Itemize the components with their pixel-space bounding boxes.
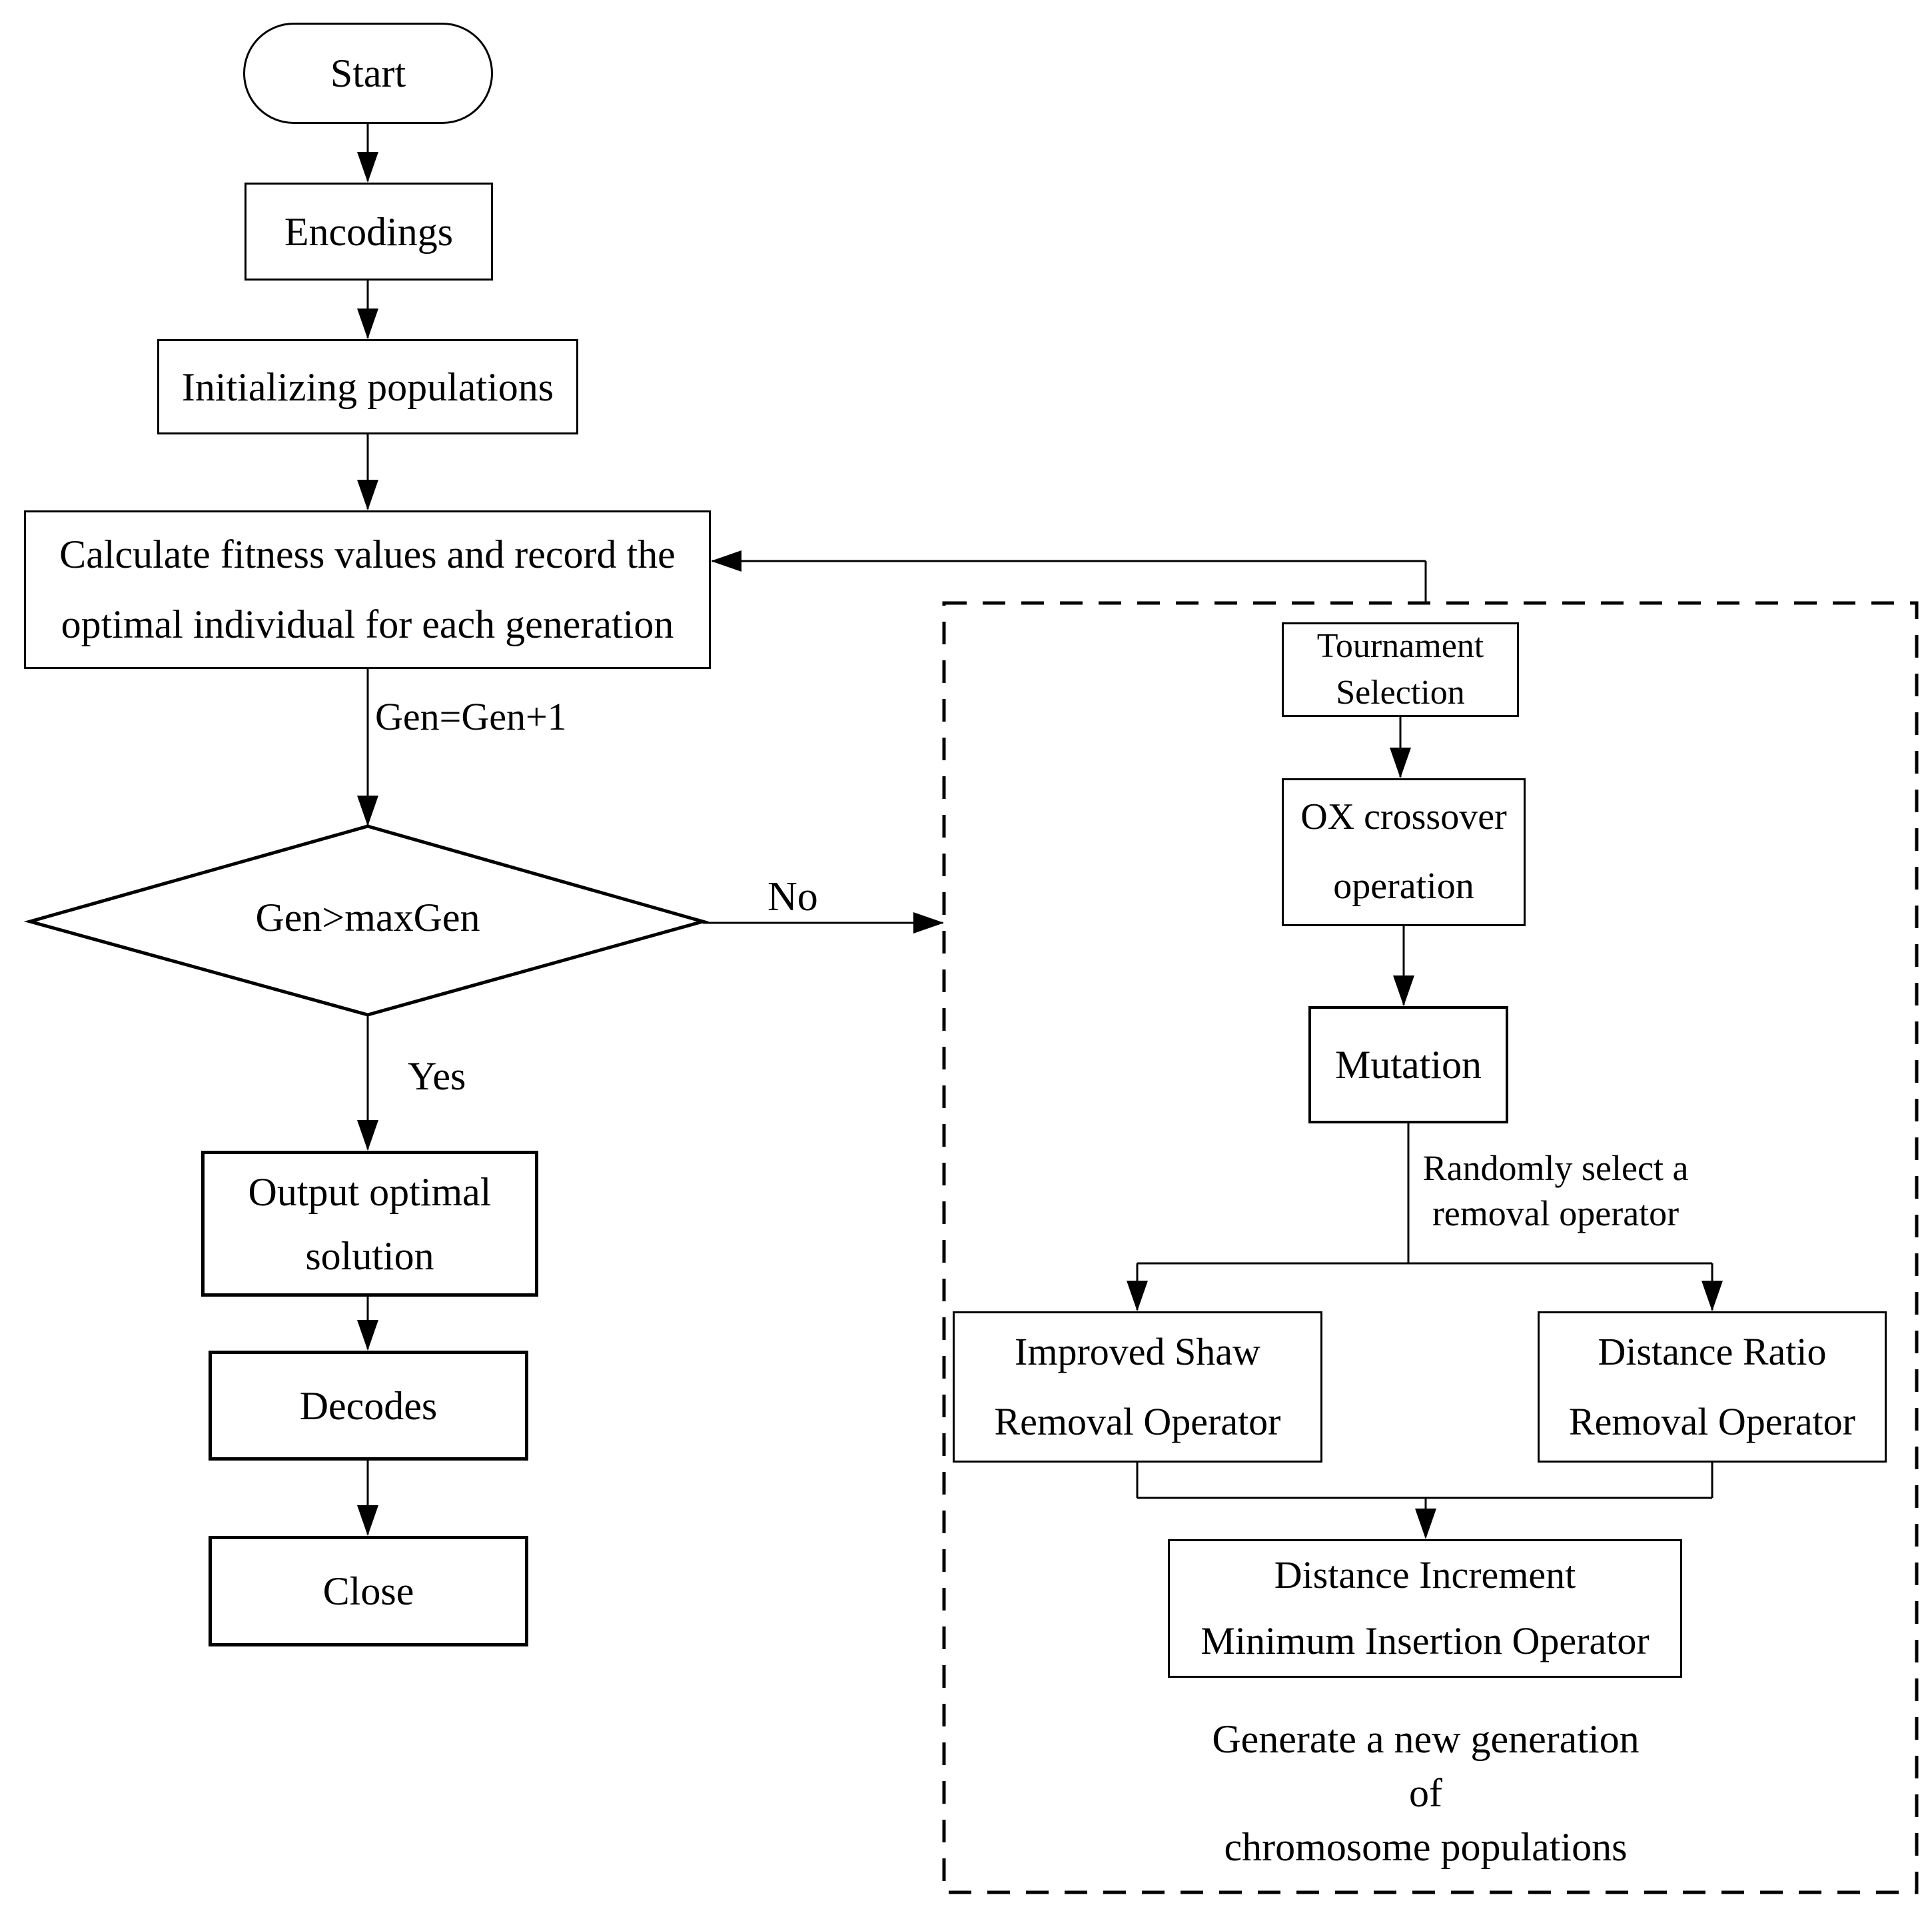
arrowhead-no-dashed (913, 912, 944, 934)
arrowhead-feedback (711, 550, 741, 572)
edge-label-gen-increment: Gen=Gen+1 (375, 695, 567, 738)
arrowhead-encodings (357, 152, 378, 183)
edge-label-no: No (767, 874, 818, 920)
arrowhead-mutation (1393, 975, 1414, 1006)
node-close: Close (209, 1536, 528, 1646)
arrowhead-insertion (1415, 1509, 1436, 1539)
arrowhead-output (357, 1120, 378, 1151)
node-distance-ratio-removal: Distance Ratio Removal Operator (1538, 1311, 1887, 1463)
arrowhead-decodes (357, 1320, 378, 1351)
label-generate-new-generation: Generate a new generation of chromosome … (1212, 1717, 1640, 1869)
node-decodes: Decodes (209, 1351, 528, 1461)
arrowhead-ratio (1701, 1281, 1723, 1311)
node-mutation: Mutation (1308, 1006, 1508, 1123)
arrowhead-ox (1390, 748, 1411, 778)
arrowhead-decision (357, 796, 378, 826)
node-encodings: Encodings (244, 183, 493, 281)
edge-label-random-select: Randomly select a removal operator (1422, 1148, 1689, 1233)
node-improved-shaw-removal: Improved Shaw Removal Operator (953, 1311, 1322, 1463)
edge-label-yes: Yes (408, 1054, 466, 1098)
node-ox-crossover: OX crossover operation (1282, 778, 1526, 926)
node-initializing-populations: Initializing populations (157, 339, 578, 434)
node-start: Start (243, 23, 493, 124)
arrowhead-init (357, 309, 378, 339)
node-distance-increment-insertion: Distance Increment Minimum Insertion Ope… (1168, 1539, 1682, 1678)
node-calculate-fitness: Calculate fitness values and record the … (24, 510, 711, 669)
node-output-optimal-solution: Output optimal solution (201, 1151, 538, 1297)
arrowhead-close (357, 1505, 378, 1536)
node-tournament-selection: Tournament Selection (1282, 622, 1519, 717)
arrowhead-fitness (357, 480, 378, 510)
decision-label: Gen>maxGen (255, 896, 480, 940)
arrowhead-shaw (1127, 1281, 1148, 1311)
dashed-region-border (942, 601, 1919, 1894)
